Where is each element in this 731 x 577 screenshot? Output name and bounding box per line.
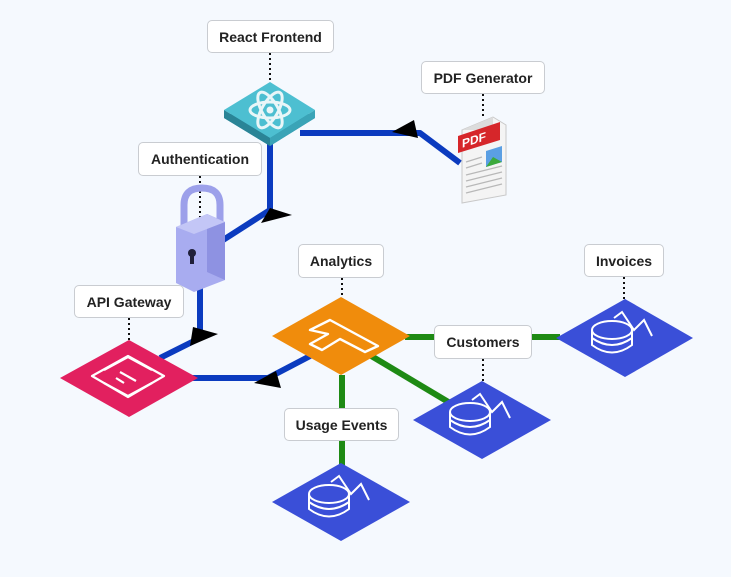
node-label-invoices[interactable]: Invoices xyxy=(584,244,664,277)
lambda-function-icon[interactable] xyxy=(272,297,410,375)
node-label-authentication[interactable]: Authentication xyxy=(138,142,262,176)
node-label-pdf-generator[interactable]: PDF Generator xyxy=(421,61,545,94)
node-label-analytics[interactable]: Analytics xyxy=(298,244,384,278)
node-label-api-gateway[interactable]: API Gateway xyxy=(74,285,184,318)
pdf-document-icon[interactable]: PDF xyxy=(458,116,507,204)
arrowhead-analytics xyxy=(254,371,281,388)
connector-analytics-to-customers xyxy=(366,351,452,406)
node-label-customers[interactable]: Customers xyxy=(434,325,532,359)
api-gateway-icon[interactable] xyxy=(60,340,198,417)
react-atom-icon[interactable] xyxy=(224,82,315,146)
arrowhead-auth xyxy=(261,208,292,223)
arrowhead-pdf xyxy=(392,120,418,138)
database-table-icon[interactable] xyxy=(556,299,693,377)
database-table-icon[interactable] xyxy=(272,463,410,541)
node-label-usage-events[interactable]: Usage Events xyxy=(284,408,399,441)
arrowhead-gateway xyxy=(190,327,218,346)
connector-frontend-to-pdf xyxy=(300,130,462,166)
padlock-icon[interactable] xyxy=(176,184,225,292)
node-label-react-frontend[interactable]: React Frontend xyxy=(207,20,334,53)
database-table-icon[interactable] xyxy=(413,381,551,459)
connector-gateway-to-analytics xyxy=(185,352,314,381)
